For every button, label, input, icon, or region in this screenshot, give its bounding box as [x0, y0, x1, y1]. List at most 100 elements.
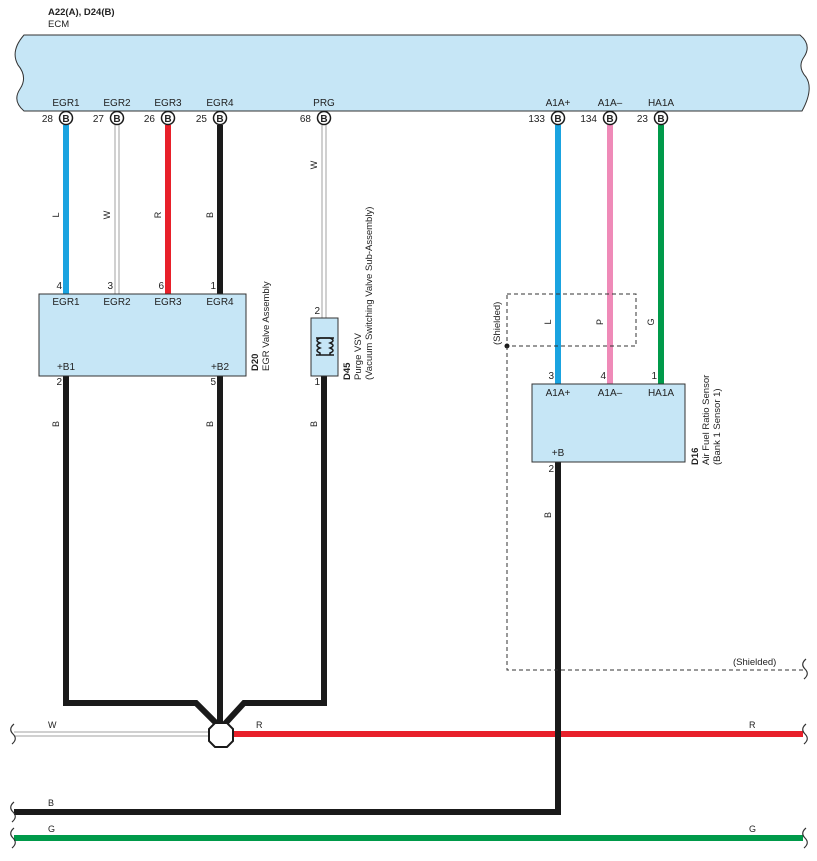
ecm-terminal-prg: PRG 68 B: [300, 98, 335, 126]
svg-text:L: L: [51, 212, 61, 217]
purge-vsv-caption: D45 Purge VSV (Vacuum Switching Valve Su…: [342, 207, 375, 380]
af-term-a1a-minus: A1A–: [598, 388, 623, 399]
ecm-terminal-a1a-minus: A1A– 134 B: [580, 98, 623, 126]
shielded-label-bottom: (Shielded): [733, 657, 776, 668]
svg-text:26: 26: [144, 114, 156, 125]
shield-drain-wire: [506, 346, 805, 671]
svg-text:W: W: [309, 160, 319, 169]
shield-box: [506, 293, 637, 347]
egr-term-b2: +B2: [211, 362, 230, 373]
svg-text:B: B: [657, 114, 664, 125]
af-pin-4: 4: [600, 371, 606, 382]
svg-text:23: 23: [637, 114, 649, 125]
wire-af-b: [14, 462, 561, 815]
wire-egr-b1: [63, 376, 223, 730]
bus-end-markers: [10, 658, 808, 849]
egr-pin-1: 1: [210, 281, 216, 292]
svg-text:D16: D16: [690, 448, 701, 465]
svg-text:(Bank 1 Sensor 1): (Bank 1 Sensor 1): [712, 388, 723, 465]
egr-pin-3: 3: [107, 281, 113, 292]
svg-text:R: R: [153, 211, 163, 218]
svg-text:D20: D20: [250, 354, 261, 371]
svg-text:B: B: [606, 114, 613, 125]
svg-text:28: 28: [42, 114, 54, 125]
egr-pin-6: 6: [158, 281, 164, 292]
svg-text:EGR4: EGR4: [206, 98, 234, 109]
ecm-terminal-egr4: EGR4 25 B: [196, 98, 234, 126]
svg-text:133: 133: [528, 114, 545, 125]
svg-text:B: B: [309, 421, 319, 427]
svg-text:B: B: [205, 421, 215, 427]
solenoid-coil-icon: [316, 337, 334, 356]
vsv-pin-1: 1: [314, 377, 320, 388]
ecm-terminal-a1a-plus: A1A+ 133 B: [528, 98, 571, 126]
ecm-connector-header: A22(A), D24(B): [48, 7, 115, 18]
wire-vsv-b: [219, 376, 327, 730]
svg-text:D45: D45: [342, 362, 353, 380]
ecm-terminal-egr3: EGR3 26 B: [144, 98, 182, 126]
svg-text:Air Fuel Ratio Sensor: Air Fuel Ratio Sensor: [701, 375, 712, 465]
svg-text:P: P: [595, 319, 605, 325]
bus-label-g-left: G: [48, 824, 55, 834]
svg-text:B: B: [164, 114, 171, 125]
svg-text:(Vacuum Switching Valve Sub-As: (Vacuum Switching Valve Sub-Assembly): [364, 207, 375, 380]
af-pin-3: 3: [548, 371, 554, 382]
egr-pin-4: 4: [56, 281, 62, 292]
svg-text:EGR3: EGR3: [154, 98, 182, 109]
purge-vsv-body: [310, 317, 339, 377]
svg-text:W: W: [102, 210, 112, 219]
bus-label-g-right: G: [749, 824, 756, 834]
svg-text:B: B: [320, 114, 327, 125]
svg-text:B: B: [62, 114, 69, 125]
bus-label-r-left: R: [256, 720, 263, 730]
af-pin-2: 2: [548, 464, 554, 475]
svg-text:HA1A: HA1A: [648, 98, 674, 109]
svg-text:L: L: [543, 319, 553, 324]
junction-connector: [208, 722, 234, 748]
egr-term-b1: +B1: [57, 362, 76, 373]
bus-label-r-right: R: [749, 720, 756, 730]
svg-text:B: B: [113, 114, 120, 125]
egr-term-egr1: EGR1: [52, 297, 80, 308]
svg-text:PRG: PRG: [313, 98, 335, 109]
svg-text:25: 25: [196, 114, 208, 125]
ecm-name: ECM: [48, 19, 69, 30]
bus-label-b: B: [48, 798, 54, 808]
svg-text:B: B: [543, 512, 553, 518]
af-sensor-caption: D16 Air Fuel Ratio Sensor (Bank 1 Sensor…: [690, 375, 723, 465]
svg-text:B: B: [51, 421, 61, 427]
svg-text:EGR Valve Assembly: EGR Valve Assembly: [261, 281, 272, 371]
svg-text:B: B: [216, 114, 223, 125]
ecm-terminal-ha1a: HA1A 23 B: [637, 98, 674, 126]
ecm-terminal-egr1: EGR1 28 B: [42, 98, 80, 126]
af-term-b: +B: [552, 448, 565, 459]
svg-text:EGR2: EGR2: [103, 98, 131, 109]
ecm-terminal-egr2: EGR2 27 B: [93, 98, 131, 126]
svg-text:A1A–: A1A–: [598, 98, 623, 109]
wire-color-labels: L W R B W L P G B B B B: [51, 160, 656, 518]
bus-label-w: W: [48, 720, 57, 730]
egr-valve-body: [38, 293, 247, 377]
egr-pin-2: 2: [56, 377, 62, 388]
af-sensor-body: [531, 383, 686, 463]
egr-term-egr3: EGR3: [154, 297, 182, 308]
svg-text:134: 134: [580, 114, 597, 125]
af-pin-1: 1: [651, 371, 657, 382]
svg-text:68: 68: [300, 114, 312, 125]
vsv-pin-2: 2: [314, 306, 320, 317]
svg-text:27: 27: [93, 114, 105, 125]
svg-text:Purge VSV: Purge VSV: [353, 332, 364, 380]
af-term-a1a-plus: A1A+: [546, 388, 571, 399]
egr-term-egr2: EGR2: [103, 297, 131, 308]
svg-text:(Shielded): (Shielded): [492, 302, 503, 345]
egr-term-egr4: EGR4: [206, 297, 234, 308]
egr-valve-caption: D20 EGR Valve Assembly: [250, 281, 272, 371]
ecm-body: [14, 34, 810, 112]
svg-text:A1A+: A1A+: [546, 98, 571, 109]
shielded-label-top: (Shielded): [492, 302, 503, 345]
svg-text:G: G: [646, 318, 656, 325]
af-term-ha1a: HA1A: [648, 388, 674, 399]
svg-text:B: B: [205, 212, 215, 218]
egr-pin-5: 5: [210, 377, 216, 388]
